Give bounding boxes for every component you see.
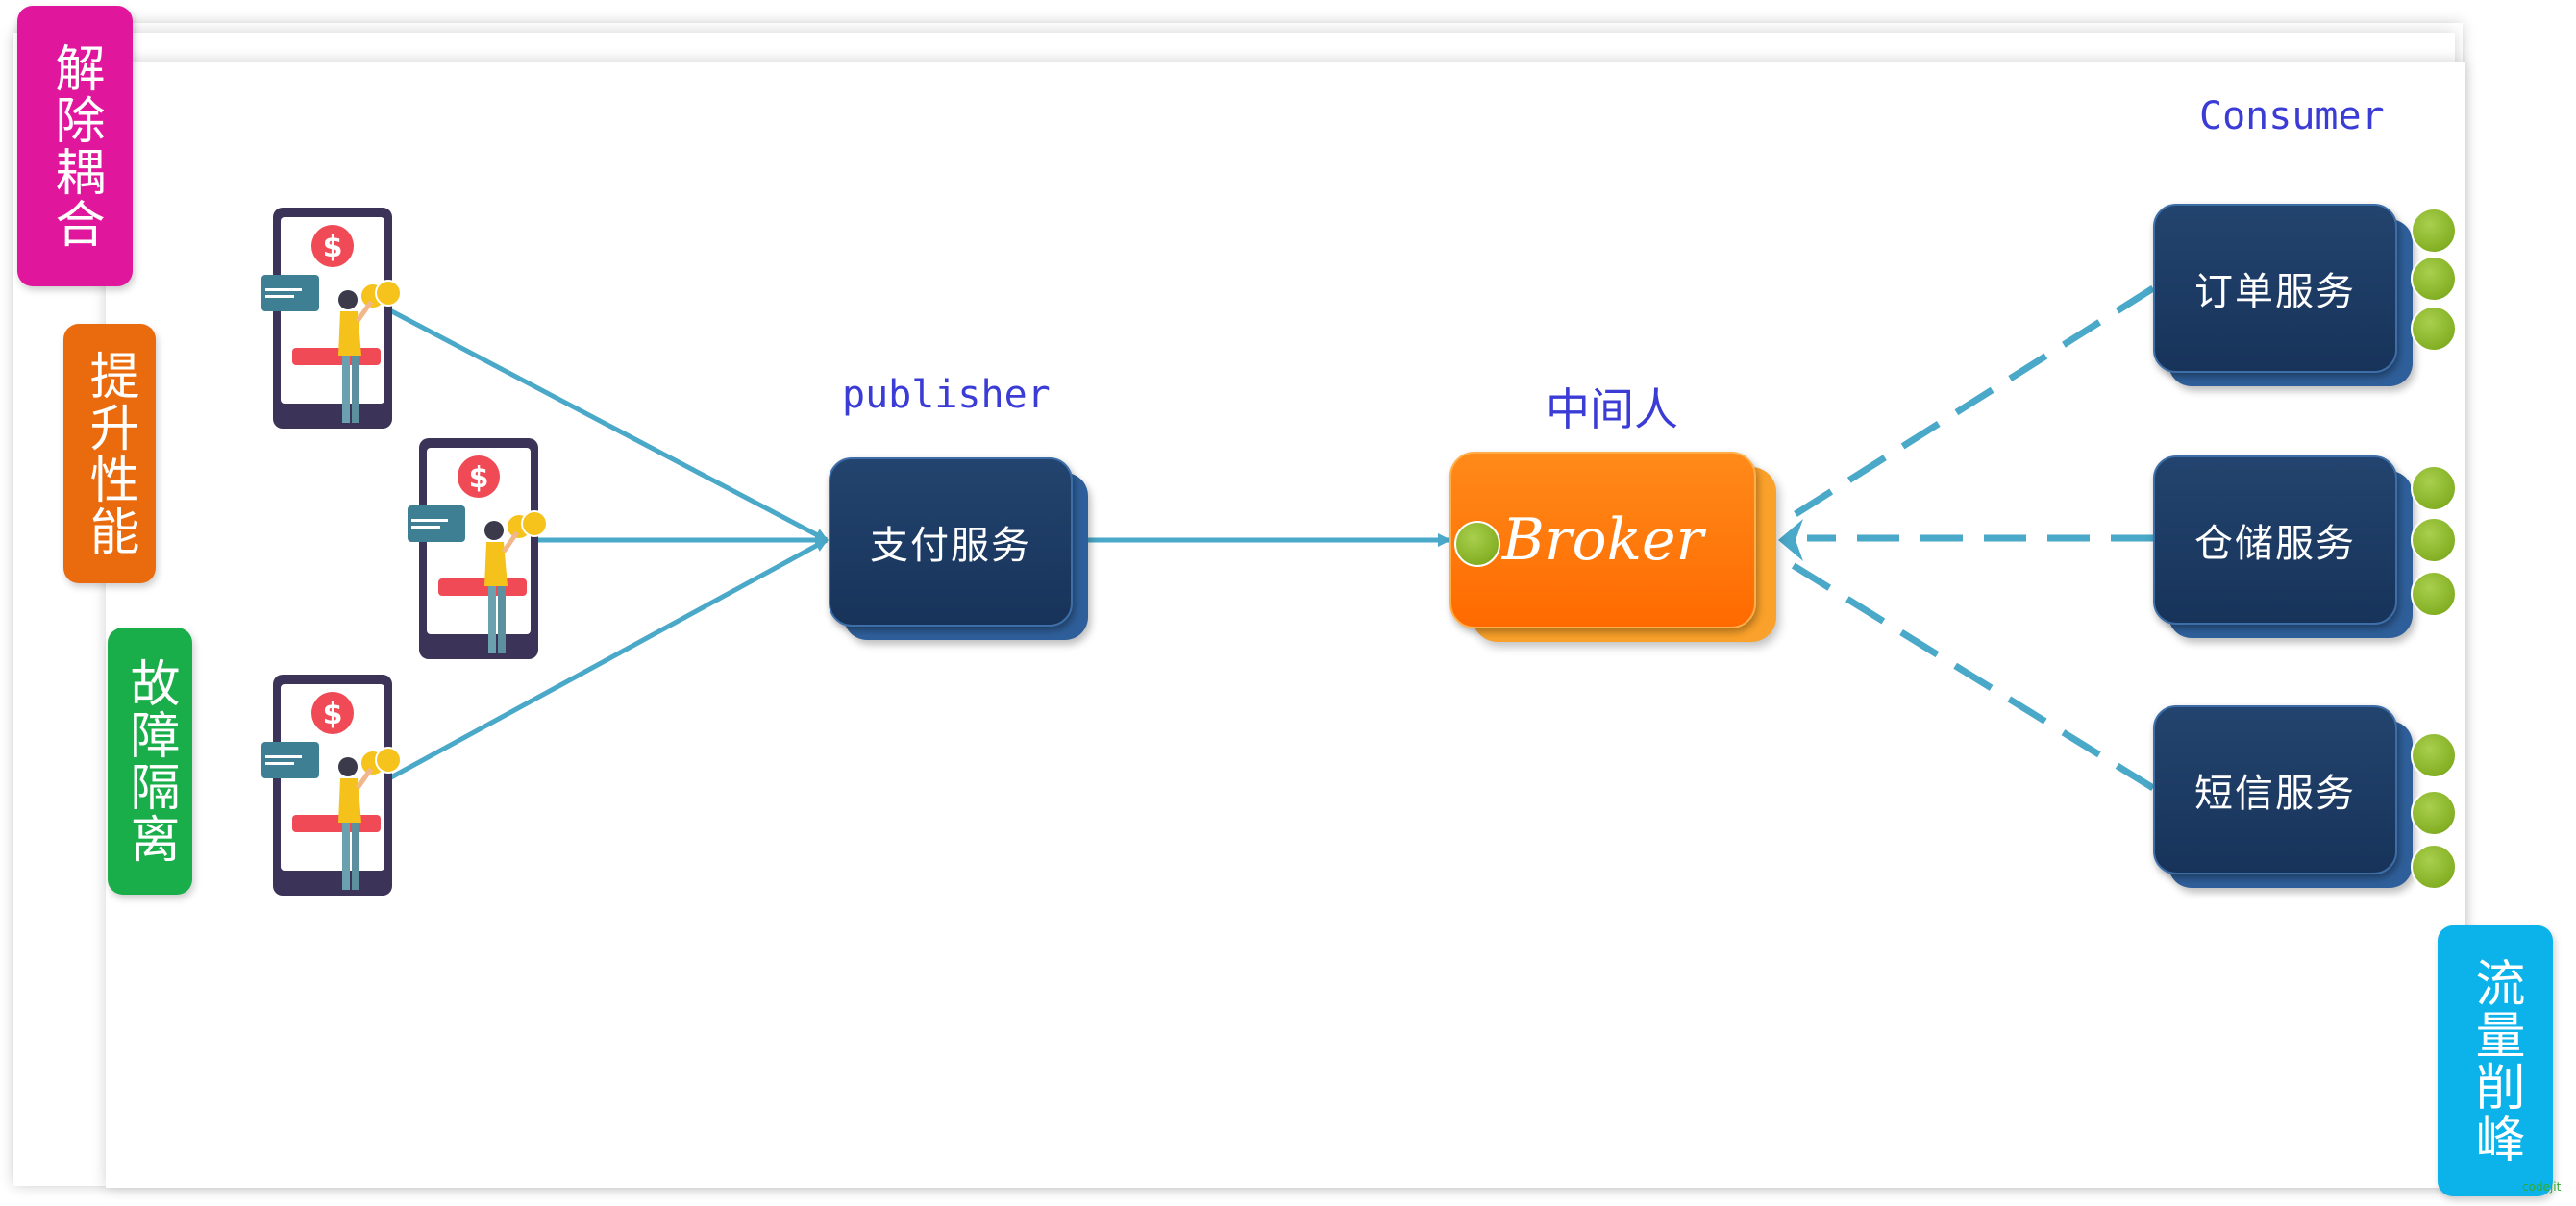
mobile-payment-icon: $	[261, 208, 402, 429]
storage-queue-dot-3	[2411, 571, 2457, 617]
dollar-sign: $	[323, 698, 343, 731]
consumer-caption: Consumer	[2199, 94, 2385, 138]
broker-queue-dot	[1454, 521, 1501, 567]
payment-service-box: 支付服务	[829, 457, 1073, 627]
storage-service-node: 仓储服务	[2153, 455, 2413, 638]
mobile-payment-icon: $	[261, 675, 402, 896]
tag-isolation: 故障隔离	[108, 628, 192, 895]
tag-decouple: 解除耦合	[17, 6, 133, 286]
order-queue-dot-2	[2411, 256, 2457, 302]
broker-node: Broker	[1449, 452, 1776, 642]
tag-peak-shaving: 流量削峰	[2438, 925, 2553, 1196]
arrow-client1-to-publisher	[383, 305, 829, 543]
sms-queue-dot-1	[2411, 732, 2457, 778]
dashed-sms-to-broker	[1786, 559, 2155, 791]
publisher-node: 支付服务	[829, 457, 1088, 640]
tag-performance: 提升性能	[63, 324, 156, 583]
storage-queue-dot-2	[2411, 517, 2457, 563]
sms-queue-dot-2	[2411, 790, 2457, 836]
dollar-sign: $	[323, 231, 343, 264]
watermark: codejit	[2522, 1180, 2562, 1194]
dashed-order-to-broker	[1786, 285, 2155, 522]
sms-service-node: 短信服务	[2153, 705, 2413, 888]
broker-inbound-arrowhead	[1778, 519, 1803, 561]
dollar-sign: $	[469, 461, 489, 495]
sms-queue-dot-3	[2411, 844, 2457, 890]
sms-service-box: 短信服务	[2153, 705, 2397, 874]
broker-box: Broker	[1449, 452, 1756, 628]
order-service-box: 订单服务	[2153, 204, 2397, 373]
order-queue-dot-3	[2411, 306, 2457, 352]
order-service-node: 订单服务	[2153, 204, 2413, 386]
arrow-client3-to-publisher	[387, 537, 829, 781]
broker-caption: 中间人	[1546, 383, 1678, 435]
mobile-payment-icon: $	[408, 438, 548, 659]
publisher-caption: publisher	[842, 373, 1051, 417]
storage-queue-dot-1	[2411, 465, 2457, 511]
order-queue-dot-1	[2411, 208, 2457, 254]
storage-service-box: 仓储服务	[2153, 455, 2397, 625]
